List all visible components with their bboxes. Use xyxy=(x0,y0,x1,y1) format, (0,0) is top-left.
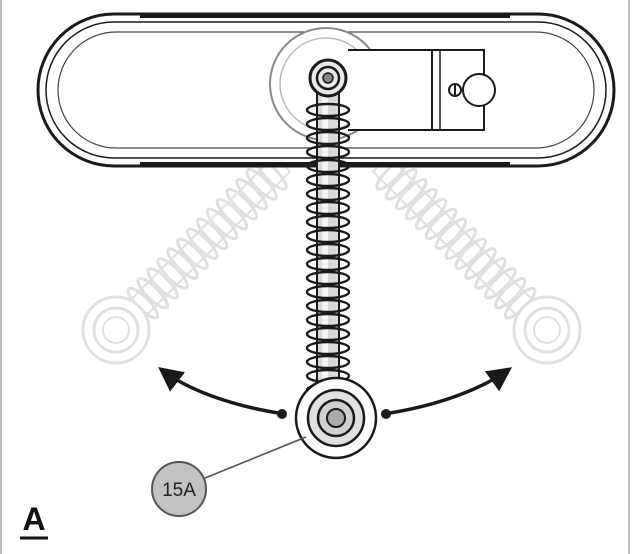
spring-coil xyxy=(166,247,199,280)
spring-coil xyxy=(305,228,351,244)
spring-coil xyxy=(215,197,249,231)
callout-label: 15A xyxy=(162,480,196,501)
callout-leader-line xyxy=(204,436,307,479)
spring-coil xyxy=(305,270,351,286)
figure-letter-text: A xyxy=(22,501,45,537)
spring-coil xyxy=(305,242,351,258)
spring-coil xyxy=(474,257,507,290)
spring-coil xyxy=(186,227,219,260)
spring-coil xyxy=(146,267,179,300)
spring-coil xyxy=(305,102,351,118)
ghost-spring-left xyxy=(81,154,292,365)
spring-coil xyxy=(424,207,458,241)
spring-coil xyxy=(305,172,351,188)
spring-coil xyxy=(225,187,259,221)
spring-coil xyxy=(245,168,278,201)
spring-coil xyxy=(305,354,351,370)
spring-coil xyxy=(305,340,351,356)
spring-coil xyxy=(454,237,487,270)
spring-coil xyxy=(305,158,351,174)
spring-coil xyxy=(136,276,170,310)
spring-coil xyxy=(305,326,351,342)
callout-15a: 15A xyxy=(151,461,207,517)
bottom-pivot-base xyxy=(294,376,378,460)
spring-coil xyxy=(484,267,517,300)
coil-spring xyxy=(305,102,351,398)
spring-coil xyxy=(305,312,351,328)
mounting-bracket xyxy=(348,49,485,131)
spring-coil xyxy=(305,186,351,202)
figure-letter: A xyxy=(20,501,48,540)
spring-coil xyxy=(205,207,239,241)
spring-coil xyxy=(305,256,351,272)
spring-coil xyxy=(305,144,351,160)
spring-coil xyxy=(404,187,438,221)
screw-icon xyxy=(448,83,462,97)
adjustment-knob xyxy=(462,73,496,107)
spring-coil xyxy=(493,276,527,310)
spring-coil xyxy=(305,298,351,314)
top-spring-cap xyxy=(308,58,348,98)
curved-arrow-right-icon xyxy=(381,367,512,419)
spring-coil xyxy=(385,168,418,201)
spring-coil xyxy=(156,257,189,290)
spring-coil xyxy=(434,217,468,251)
curved-arrow-left-icon xyxy=(158,367,287,419)
spring-coil xyxy=(305,214,351,230)
spring-coil xyxy=(235,177,269,211)
spring-coil xyxy=(414,197,448,231)
spring-coil xyxy=(176,237,209,270)
spring-coil xyxy=(305,116,351,132)
spring-coil xyxy=(305,284,351,300)
spring-coil xyxy=(305,200,351,216)
spring-coil xyxy=(464,247,497,280)
ghost-spring-right xyxy=(371,154,582,365)
spring-coil xyxy=(444,227,477,260)
spring-coil xyxy=(305,130,351,146)
spring-coil xyxy=(394,177,428,211)
spring-coil xyxy=(195,217,229,251)
